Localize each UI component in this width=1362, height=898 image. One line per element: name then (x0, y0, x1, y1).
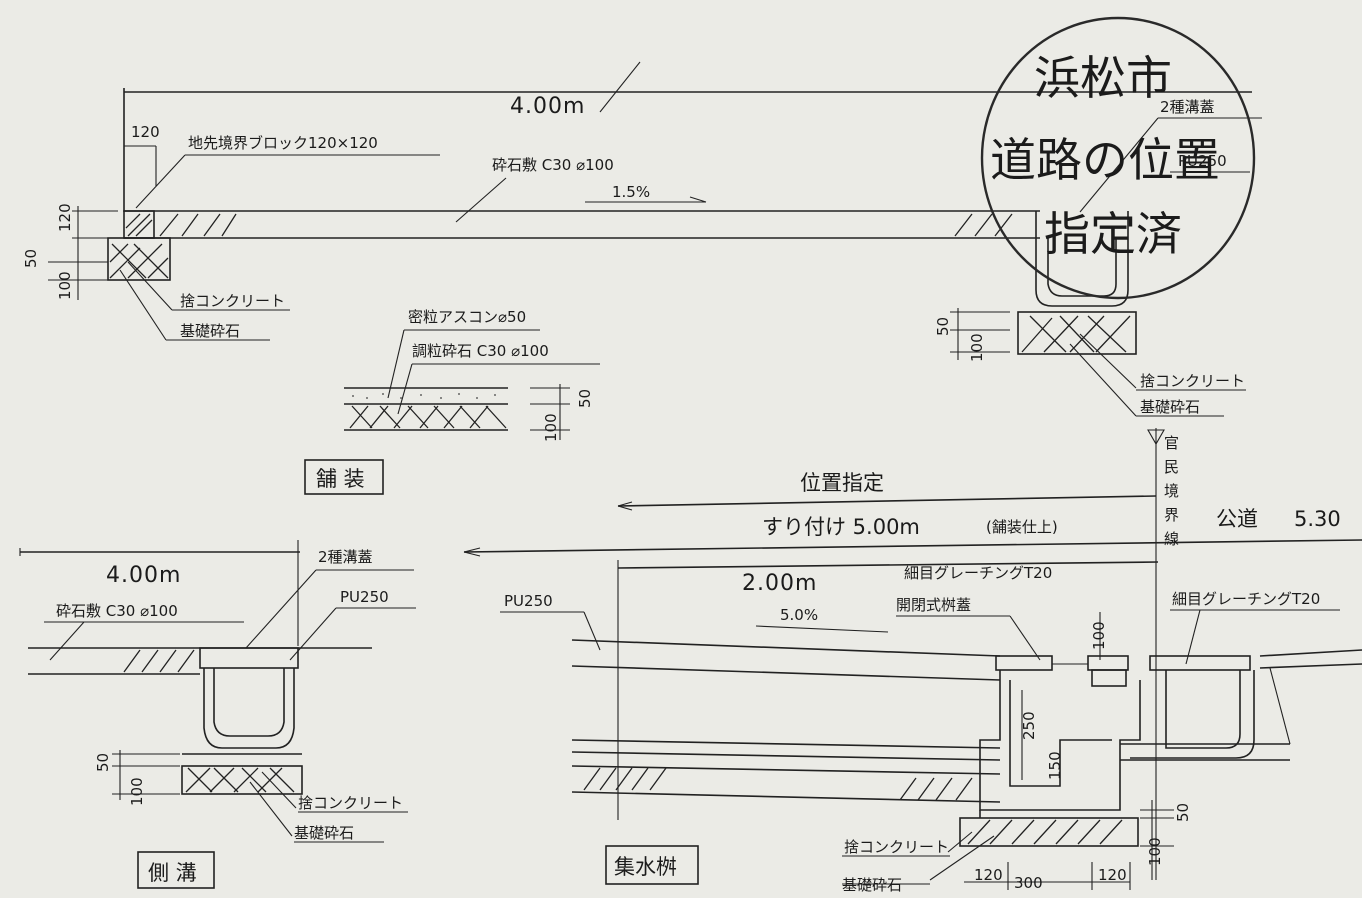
grating-right-label: 細目グレーチングT20 (1172, 590, 1320, 608)
road-section: 4.00m 120 地先境界ブロック120×120 砕石敷 C30 ⌀100 1… (22, 61, 1262, 417)
grating-left-label: 細目グレーチングT20 (904, 564, 1052, 582)
basin-gutter-label: PU250 (504, 592, 553, 610)
basin-lean-concrete-label: 捨コンクリート (844, 838, 949, 856)
ditch-base-gravel-label: 基礎砕石 (294, 824, 354, 842)
stamp-circle (980, 16, 1256, 300)
curb-base-label: 100 (56, 271, 74, 300)
boundary-char-5: 線 (1164, 530, 1179, 548)
stamp-line-3: 指定済 (1044, 207, 1182, 261)
boundary-char-4: 界 (1164, 506, 1179, 524)
basin-title: 集水桝 (614, 855, 677, 879)
curb-base-gravel-label: 基礎砕石 (180, 322, 240, 340)
tie-in-label: すり付け 5.00m (762, 515, 920, 539)
boundary-char-3: 境 (1164, 482, 1179, 500)
stamp-line-1: 浜松市 (1034, 51, 1172, 105)
catch-basin-section: 位置指定 すり付け 5.00m (舗装仕上) 公道 5.30 官 民 境 界 線… (463, 428, 1362, 894)
gutter-cover-label: 2種溝蓋 (1160, 98, 1215, 116)
road-width-label: 4.00m (510, 94, 585, 119)
asphalt-label: 密粒アスコン⌀50 (408, 308, 526, 326)
road-slope-label: 1.5% (612, 183, 650, 201)
gravel-paving-label: 砕石敷 C30 ⌀100 (492, 156, 614, 174)
ditch-gutter-label: PU250 (340, 588, 389, 606)
curb-lean-concrete-label: 捨コンクリート (180, 292, 285, 310)
boundary-char-2: 民 (1164, 458, 1179, 476)
tie-in-note: (舗装仕上) (986, 518, 1058, 536)
ditch-lean-concrete-label: 捨コンクリート (298, 794, 403, 812)
right-dim-100: 100 (968, 333, 986, 362)
basin-slope-label: 5.0% (780, 606, 818, 624)
right-base-gravel-label: 基礎砕石 (1140, 398, 1200, 416)
basin-dim-bottom-100: 100 (1146, 837, 1164, 866)
basin-dim-120-left: 120 (974, 866, 1003, 884)
basin-dim-50: 50 (1174, 803, 1192, 822)
curb-width-label: 120 (131, 123, 160, 141)
basin-dim-300: 300 (1014, 874, 1043, 892)
curb-total-label: 50 (22, 249, 40, 268)
basin-dim-120-right: 120 (1098, 866, 1127, 884)
curb-height-label: 120 (56, 203, 74, 232)
paving-gravel-label: 調粒砕石 C30 ⌀100 (412, 342, 549, 360)
ditch-dim-50: 50 (94, 753, 112, 772)
paving-dim-100: 100 (542, 413, 560, 442)
right-lean-concrete-label: 捨コンクリート (1140, 372, 1245, 390)
paving-title: 舗 装 (316, 467, 365, 491)
boundary-char-1: 官 (1164, 434, 1179, 452)
right-dim-50: 50 (934, 317, 952, 336)
side-ditch: 4.00m 2種溝蓋 PU250 砕石敷 C30 ⌀100 50 100 捨コン… (19, 540, 416, 889)
ditch-width-label: 4.00m (106, 563, 181, 588)
paving-detail: 密粒アスコン⌀50 調粒砕石 C30 ⌀100 50 100 舗 装 (304, 308, 600, 495)
stamp-line-2: 道路の位置 (990, 133, 1220, 187)
ditch-cover-label: 2種溝蓋 (318, 548, 373, 566)
ditch-gravel-label: 砕石敷 C30 ⌀100 (56, 602, 178, 620)
basin-dim-250: 250 (1020, 711, 1038, 740)
ditch-title: 側 溝 (148, 861, 197, 885)
ditch-dim-100: 100 (128, 777, 146, 806)
paving-dim-50: 50 (576, 389, 594, 408)
public-road-width: 5.30 (1294, 507, 1341, 531)
position-designation-label: 位置指定 (800, 471, 884, 495)
public-road-label: 公道 (1216, 507, 1258, 531)
basin-dim-150: 150 (1046, 751, 1064, 780)
basin-base-gravel-label: 基礎砕石 (842, 876, 902, 894)
basin-width-label: 2.00m (742, 571, 817, 596)
openable-cover-label: 開閉式桝蓋 (896, 596, 971, 614)
approval-stamp: 浜松市 道路の位置 指定済 (980, 16, 1256, 300)
curb-block-label: 地先境界ブロック120×120 (188, 134, 378, 152)
basin-dim-100: 100 (1090, 621, 1108, 650)
gutter-label: PU250 (1178, 152, 1227, 170)
